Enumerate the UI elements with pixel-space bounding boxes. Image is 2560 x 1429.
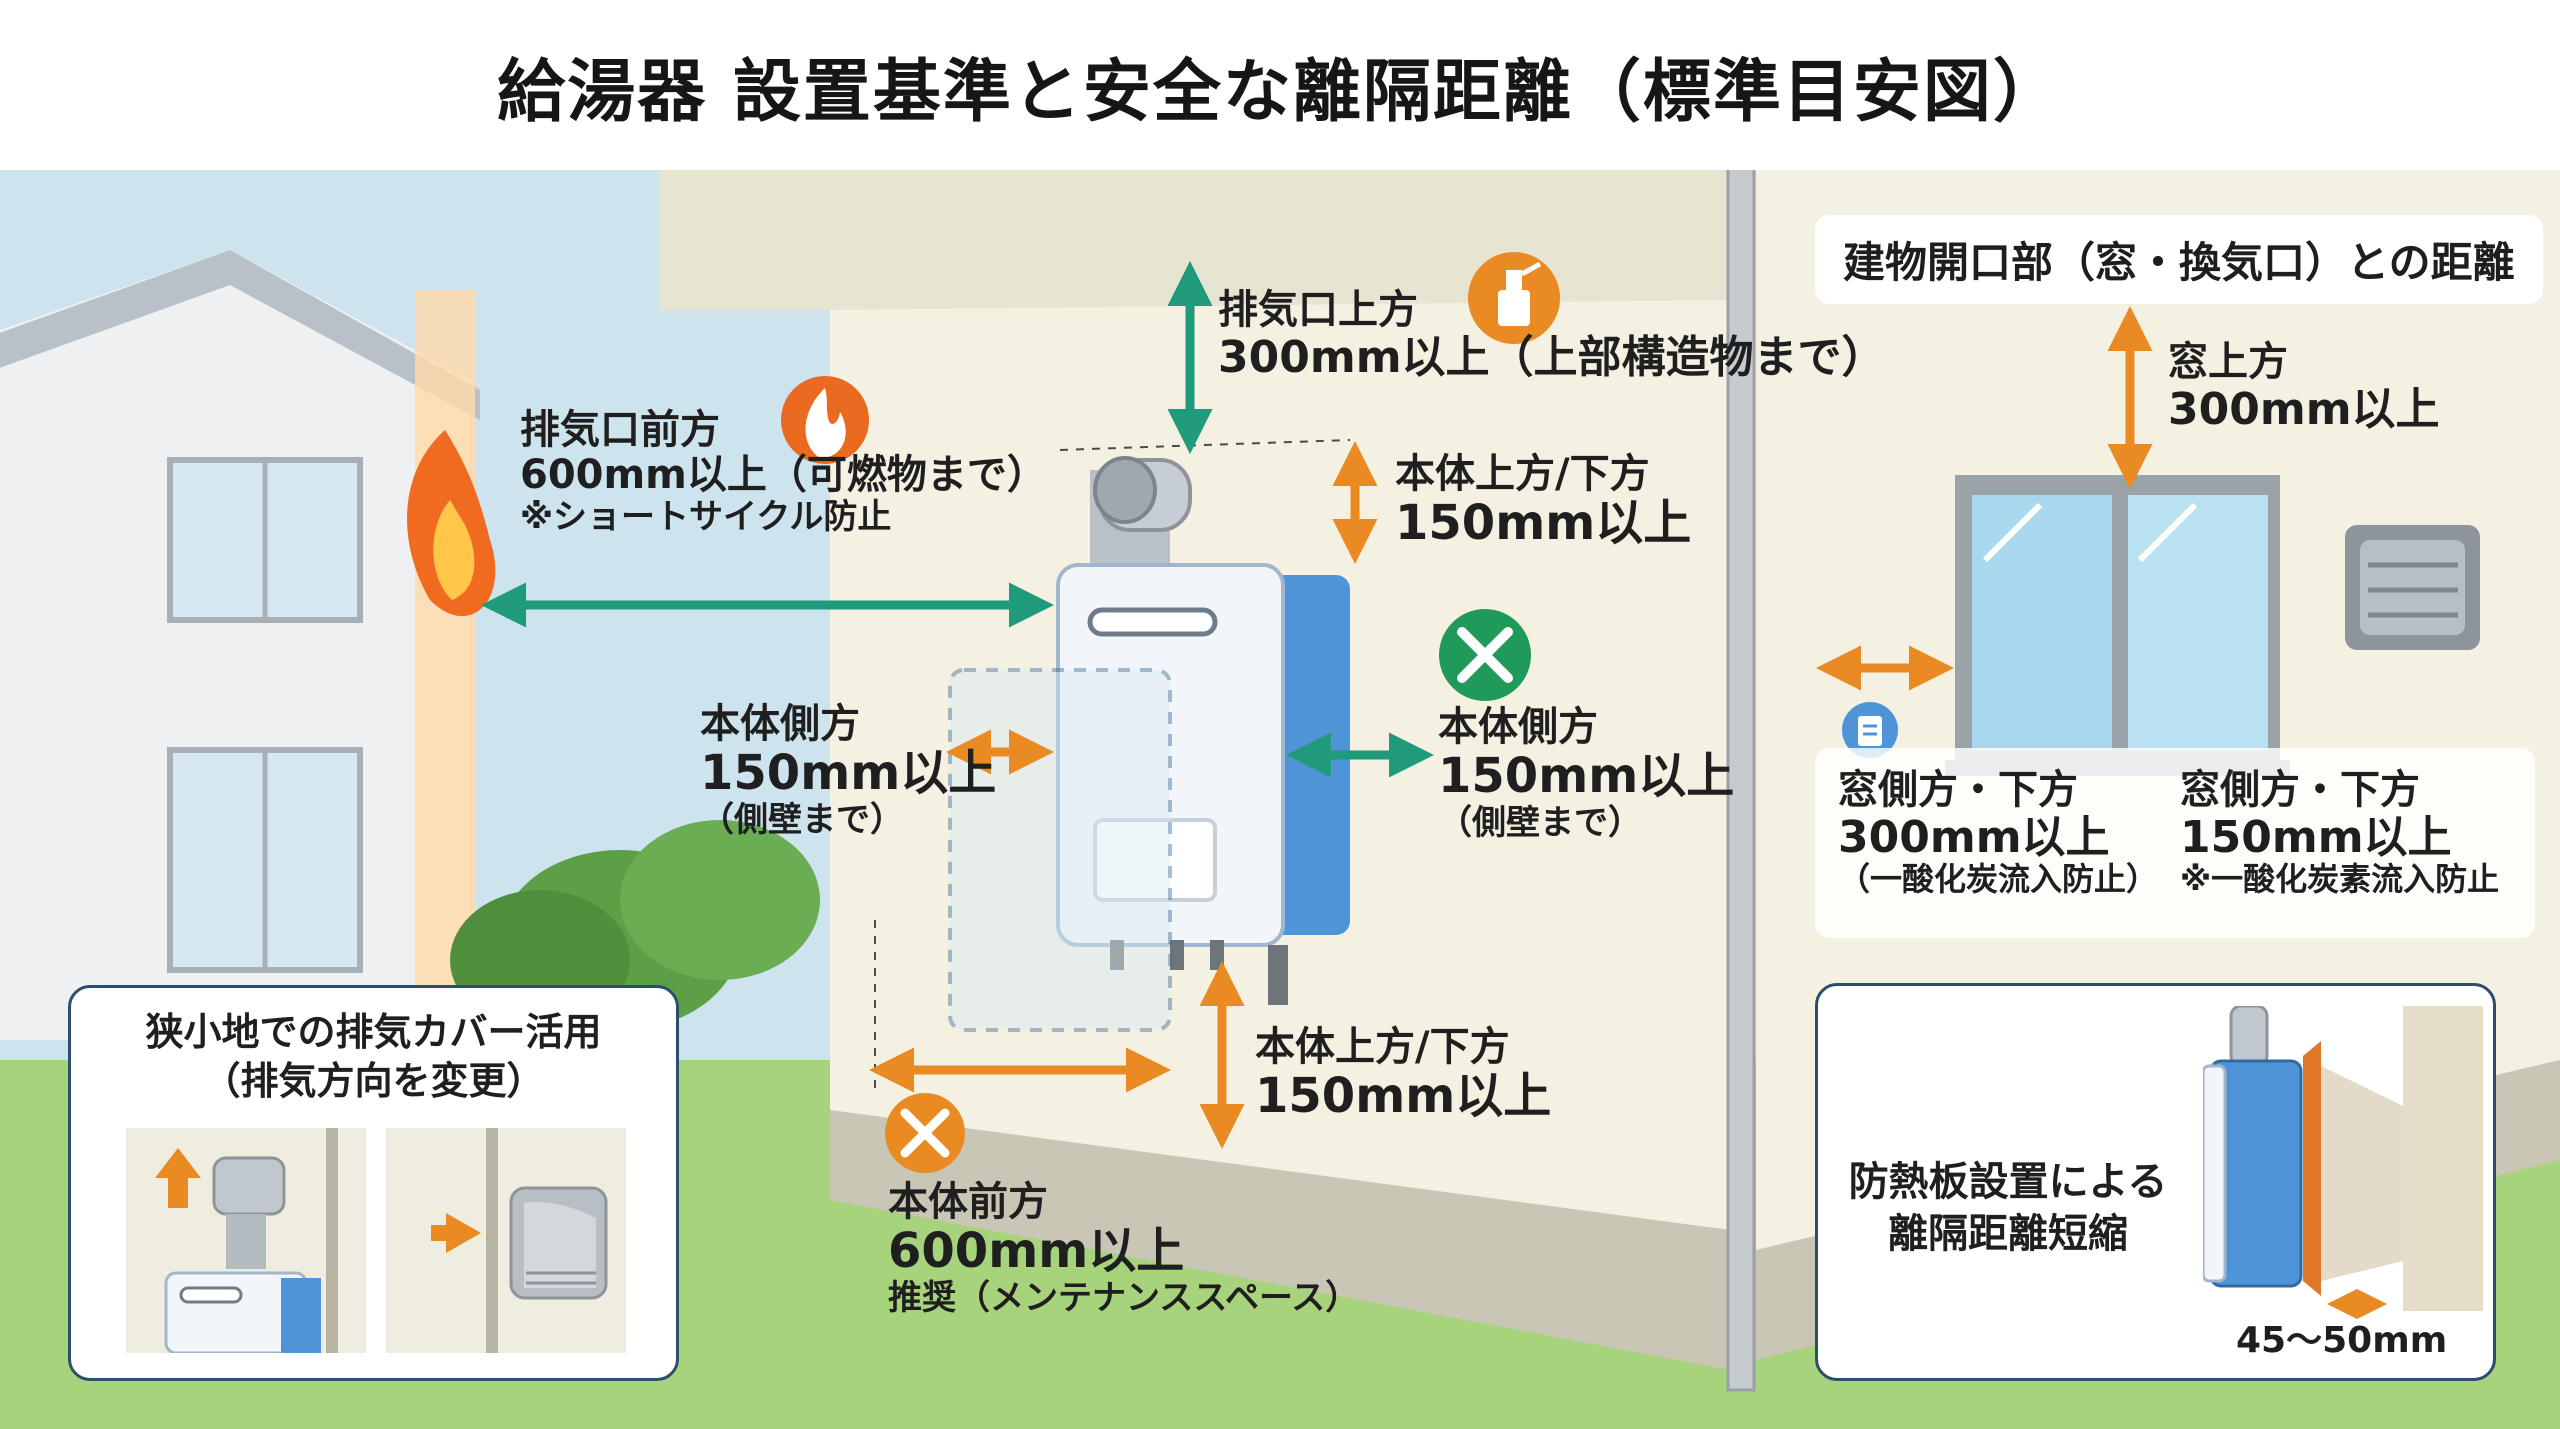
exhaust-cover-panel: 狭小地での排気カバー活用 （排気方向を変更） [68, 985, 679, 1381]
window-illustration [1945, 475, 2290, 776]
vent-hood [2345, 525, 2480, 650]
exhaust-cover-illustration [126, 1128, 626, 1353]
exhaust-cover-title-line2: （排気方向を変更） [202, 1059, 545, 1104]
label-side-left: 本体側方 150mm以上 （側壁まで） [700, 702, 996, 839]
label-body-front-note: 推奨（メンテナンススペース） [888, 1277, 1360, 1318]
label-window-side-1: 窓側方・下方 300mm以上 （一酸化炭流入防止） [1838, 768, 2158, 898]
title-bar: 給湯器 設置基準と安全な離隔距離（標準目安図） [0, 0, 2560, 170]
heat-shield-gap-label: 45〜50mm [2236, 1320, 2448, 1361]
label-window-side-2-title: 窓側方・下方 [2180, 767, 2420, 813]
heat-shield-title-line1: 防熱板設置による [1848, 1159, 2168, 1205]
window-notes-backdrop [1815, 748, 2535, 938]
page-title: 給湯器 設置基準と安全な離隔距離（標準目安図） [497, 52, 2063, 132]
exhaust-cover-title: 狭小地での排気カバー活用 （排気方向を変更） [71, 1008, 676, 1107]
label-side-right: 本体側方 150mm以上 （側壁まで） [1438, 705, 1734, 842]
label-window-side-1-note: （一酸化炭流入防止） [1838, 860, 2159, 899]
tools-icon-bottom [885, 1093, 965, 1173]
label-exhaust-front-value: 600mm以上（可燃物まで） [520, 451, 1047, 498]
clipboard-icon [1842, 702, 1898, 758]
label-body-top-title: 本体上方/下方 [1395, 451, 1650, 497]
label-window-side-2-value: 150mm以上 [2180, 811, 2452, 863]
tools-icon-right [1439, 609, 1531, 701]
label-side-right-note: （側壁まで） [1438, 802, 1642, 843]
label-body-bottom-title: 本体上方/下方 [1255, 1024, 1510, 1070]
neighbor-house [0, 250, 480, 1040]
label-body-top: 本体上方/下方 150mm以上 [1395, 452, 1691, 551]
label-window-top-title: 窓上方 [2168, 339, 2288, 385]
label-window-side-2-note: ※一酸化炭素流入防止 [2180, 860, 2500, 899]
label-side-left-note: （側壁まで） [700, 799, 904, 840]
label-body-front-title: 本体前方 [888, 1179, 1048, 1225]
heat-shield-title-line2: 離隔距離短縮 [1888, 1211, 2128, 1257]
label-window-side-1-value: 300mm以上 [1838, 811, 2110, 863]
label-exhaust-front: 排気口前方 600mm以上（可燃物まで） ※ショートサイクル防止 [520, 408, 1047, 536]
label-window-side-1-title: 窓側方・下方 [1838, 767, 2078, 813]
label-body-bottom: 本体上方/下方 150mm以上 [1255, 1025, 1551, 1124]
label-exhaust-top: 排気口上方 300mm以上（上部構造物まで） [1218, 288, 1886, 382]
flame-icon [407, 430, 496, 617]
label-body-front-value: 600mm以上 [888, 1222, 1185, 1279]
label-side-left-value: 150mm以上 [700, 744, 997, 801]
heat-shield-illustration [2203, 1006, 2483, 1319]
label-exhaust-top-title: 排気口上方 [1218, 287, 1418, 333]
label-exhaust-top-value: 300mm以上（上部構造物まで） [1218, 331, 1886, 383]
exhaust-cover-title-line1: 狭小地での排気カバー活用 [145, 1010, 602, 1054]
label-window-top-value: 300mm以上 [2168, 383, 2440, 435]
heat-shield-panel: 防熱板設置による 離隔距離短縮 45〜50mm [1815, 983, 2496, 1381]
label-window-top: 窓上方 300mm以上 [2168, 340, 2440, 434]
label-exhaust-front-title: 排気口前方 [520, 407, 720, 453]
label-side-left-title: 本体側方 [700, 701, 860, 747]
opening-title: 建物開口部（窓・換気口）との距離 [1815, 215, 2543, 304]
label-window-side-2: 窓側方・下方 150mm以上 ※一酸化炭素流入防止 [2180, 768, 2499, 898]
label-exhaust-front-note: ※ショートサイクル防止 [520, 496, 892, 537]
fire-extinguisher-icon [1468, 252, 1560, 344]
label-body-bottom-value: 150mm以上 [1255, 1067, 1552, 1124]
heat-shield-title: 防熱板設置による 離隔距離短縮 [1838, 1156, 2178, 1260]
label-side-right-title: 本体側方 [1438, 704, 1598, 750]
flame-badge-icon [781, 376, 869, 464]
water-heater-unit [1056, 456, 1350, 1005]
label-body-top-value: 150mm以上 [1395, 494, 1692, 551]
label-side-right-value: 150mm以上 [1438, 747, 1735, 804]
label-body-front: 本体前方 600mm以上 推奨（メンテナンススペース） [888, 1180, 1359, 1317]
